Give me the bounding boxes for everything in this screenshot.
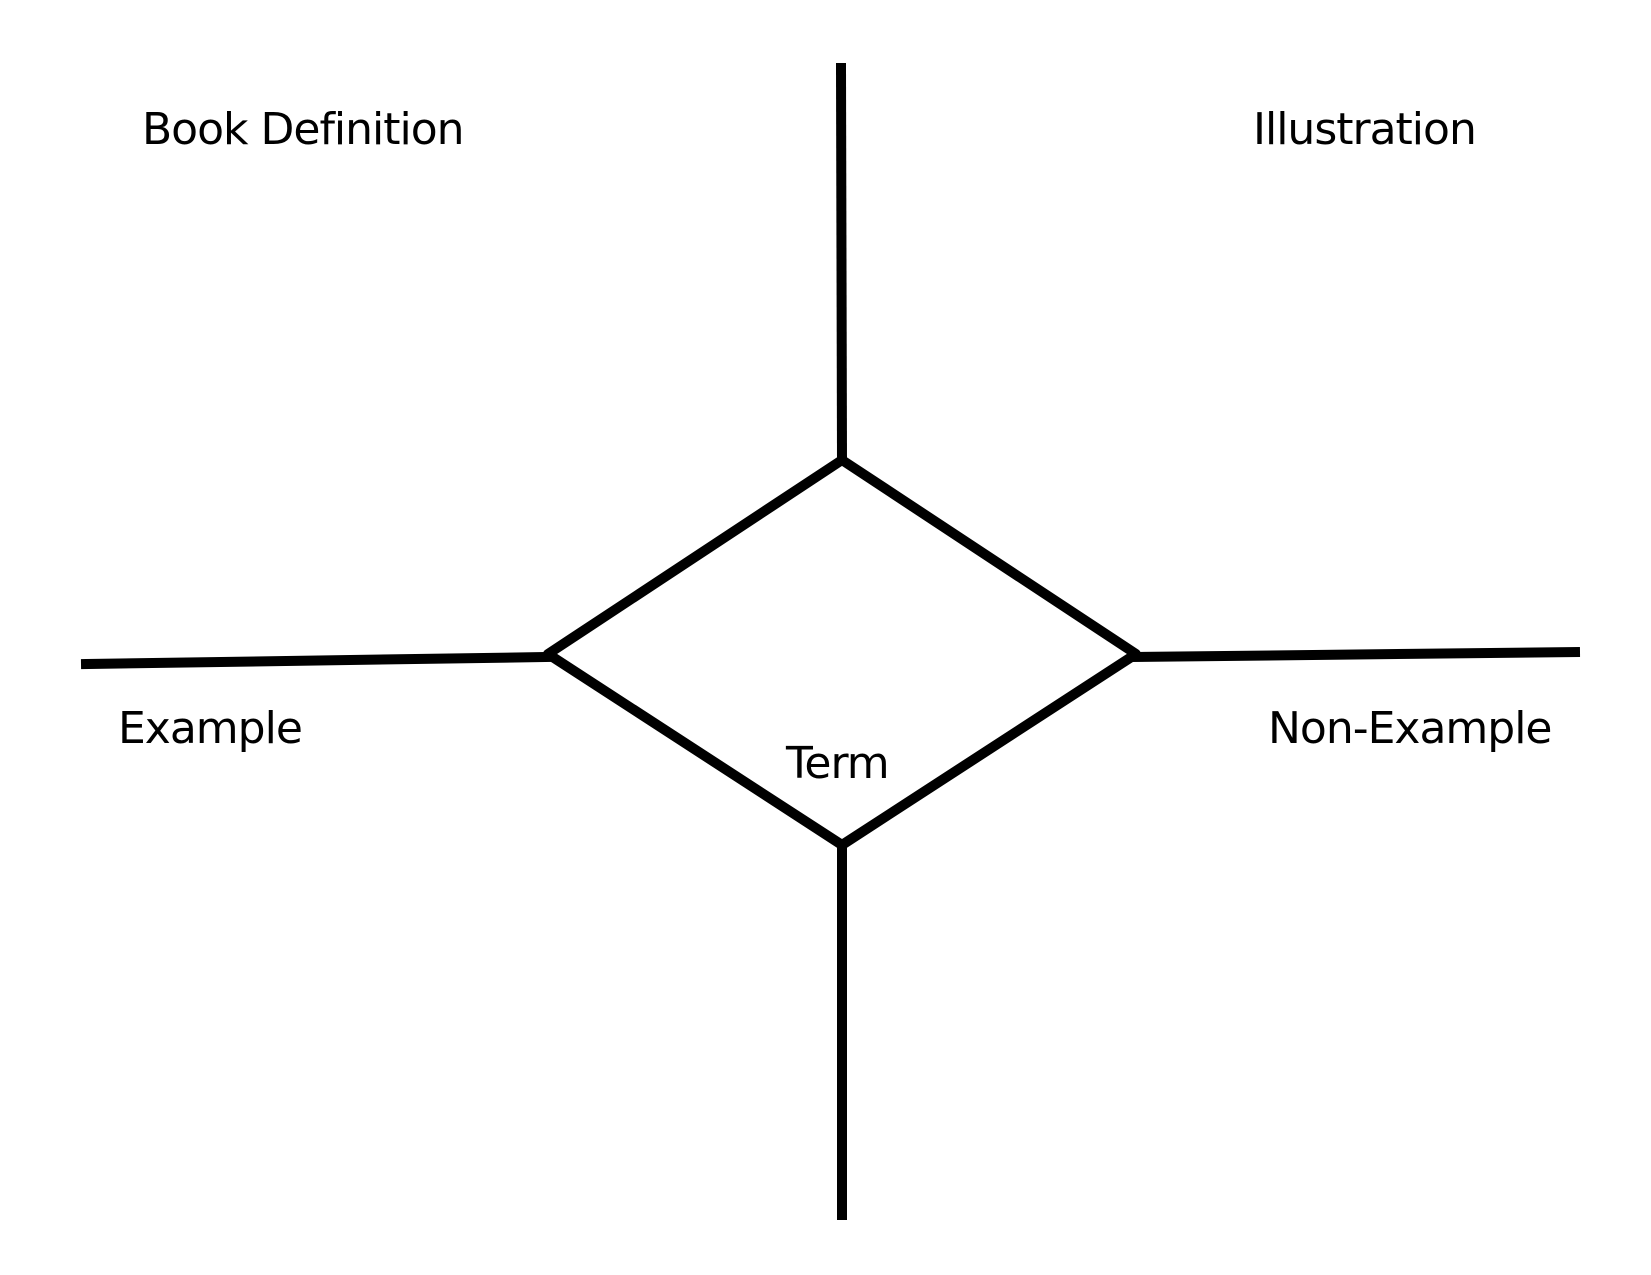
non-example-label: Non-Example xyxy=(1268,703,1552,754)
top-divider-line xyxy=(835,62,848,466)
example-label: Example xyxy=(118,703,303,754)
illustration-label: Illustration xyxy=(1253,104,1477,155)
left-divider-line xyxy=(80,651,554,670)
term-label: Term xyxy=(786,738,890,789)
center-term-diamond xyxy=(543,455,1141,850)
book-definition-label: Book Definition xyxy=(142,104,465,155)
right-divider-line xyxy=(1130,646,1581,663)
